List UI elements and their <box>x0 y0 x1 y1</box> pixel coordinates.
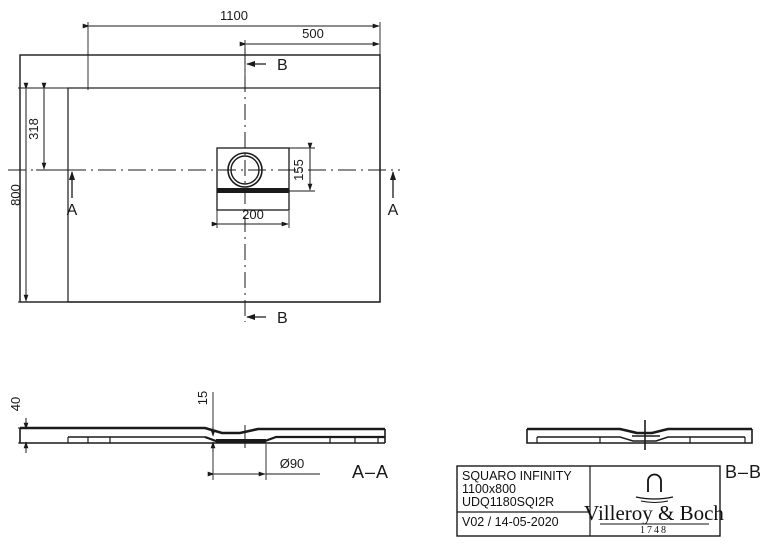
dimension-200: 200 <box>211 193 290 228</box>
plan-view: 1100 500 800 318 200 <box>8 8 400 327</box>
section-mark-b-top: B <box>246 57 288 74</box>
dimension-d90: Ø90 <box>207 444 320 480</box>
dimension-500-label: 500 <box>302 26 324 41</box>
brand-year: 1748 <box>640 525 668 536</box>
section-label-a-left: A <box>67 202 78 219</box>
bb-top-surface <box>527 427 752 435</box>
section-label-b-top: B <box>277 57 288 74</box>
dimension-40-label: 40 <box>8 397 23 411</box>
revision-date: V02 / 14-05-2020 <box>462 515 559 529</box>
product-name: SQUARO INFINITY <box>462 469 572 483</box>
dimension-318: 318 <box>26 82 90 171</box>
bb-bottom-edge <box>526 429 753 444</box>
dimension-155: 155 <box>286 142 315 192</box>
dimension-318-label: 318 <box>26 118 41 140</box>
bb-underside <box>537 436 745 442</box>
drain-slot-bar <box>217 188 289 193</box>
brand-name: Villeroy & Boch <box>584 501 724 525</box>
title-block: SQUARO INFINITY 1100x800 UDQ1180SQI2R V0… <box>456 465 724 537</box>
section-mark-a-left: A <box>67 171 78 219</box>
dimension-800-label: 800 <box>8 184 23 206</box>
dimension-15: 15 <box>195 391 216 452</box>
dimension-40: 40 <box>8 397 60 453</box>
section-a-a: 40 15 Ø90 A–A <box>8 391 389 482</box>
dimension-155-label: 155 <box>291 159 306 181</box>
profile-drain-bar <box>216 439 266 443</box>
dimension-d90-label: Ø90 <box>280 456 305 471</box>
dimension-500: 500 <box>239 26 380 90</box>
plate-outer-outline <box>19 54 381 303</box>
section-title-b-b: B–B <box>725 462 762 482</box>
drain-box <box>216 147 290 211</box>
plate-inner-outline <box>67 87 381 303</box>
dimension-200-label: 200 <box>242 207 264 222</box>
section-mark-a-right: A <box>388 171 399 219</box>
dimension-1100-label: 1100 <box>220 8 248 23</box>
drain-outer-circle <box>227 152 263 188</box>
section-title-a-a: A–A <box>352 462 389 482</box>
dimension-15-label: 15 <box>195 391 210 405</box>
profile-ribs-left <box>87 437 111 443</box>
villeroy-boch-logo-icon <box>635 473 674 503</box>
product-size: 1100x800 <box>462 482 516 496</box>
section-label-b-bottom: B <box>277 310 288 327</box>
profile-ribs-right <box>329 437 379 443</box>
bb-ribs <box>536 437 746 443</box>
section-label-a-right: A <box>388 202 399 219</box>
article-number: UDQ1180SQI2R <box>462 495 554 509</box>
section-b-b: B–B <box>526 420 762 482</box>
title-block-border <box>456 465 721 537</box>
dimension-800: 800 <box>8 82 90 303</box>
profile-top-surface <box>20 426 385 435</box>
dimension-1100: 1100 <box>82 8 381 90</box>
drain-inner-circle <box>230 155 260 185</box>
section-mark-b-bottom: B <box>246 310 288 327</box>
